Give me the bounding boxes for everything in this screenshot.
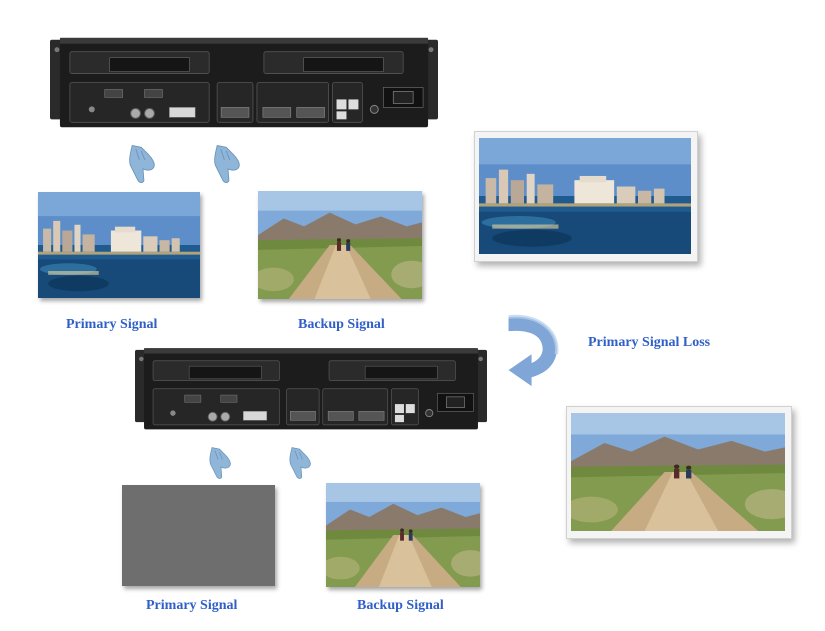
bottom-rack-device	[135, 347, 487, 435]
hand-pointer-icon	[125, 143, 161, 185]
backup-signal-image	[326, 483, 480, 587]
hand-pointer-icon	[210, 143, 246, 185]
top-rack-device	[50, 36, 438, 134]
lost-primary-signal-panel	[122, 485, 275, 586]
primary-signal-label: Primary Signal	[66, 317, 158, 332]
hand-pointer-icon	[286, 445, 316, 481]
primary-signal-label: Primary Signal	[146, 598, 238, 613]
curved-arrow-icon	[505, 306, 567, 390]
monitor-screen	[571, 413, 785, 531]
primary-signal-loss-label: Primary Signal Loss	[588, 335, 711, 350]
hand-pointer-icon	[206, 445, 236, 481]
backup-signal-label: Backup Signal	[298, 317, 385, 332]
output-monitor-primary	[474, 131, 698, 262]
backup-signal-label: Backup Signal	[357, 598, 444, 613]
primary-signal-image	[38, 192, 200, 298]
output-monitor-backup	[566, 406, 792, 539]
backup-signal-image	[258, 191, 422, 299]
monitor-screen	[479, 138, 691, 254]
